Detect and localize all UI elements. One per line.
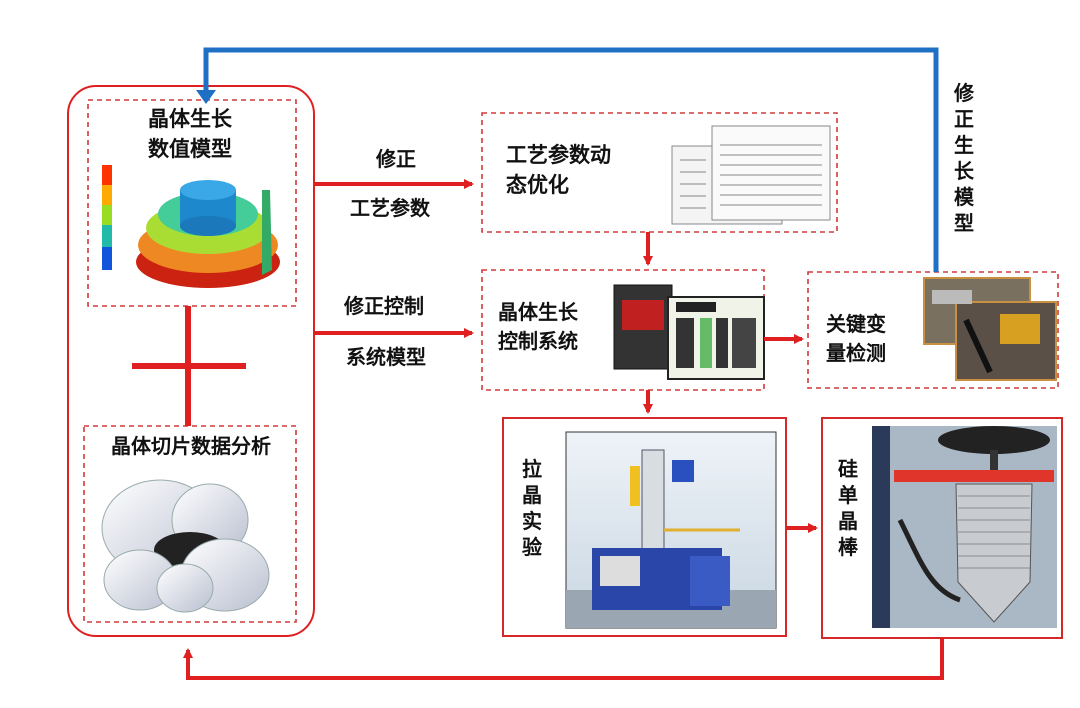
pulling-experiment-label: 拉晶实验 xyxy=(522,457,542,559)
crystal-puller-photo-image xyxy=(565,431,777,629)
key-variable-frame xyxy=(807,271,1059,389)
middle-arrow-label-2: 系统模型 xyxy=(346,345,426,369)
software-screenshot-image xyxy=(671,125,831,225)
middle-arrow-label-1: 修正控制 xyxy=(344,294,424,318)
model-title: 晶体生长 数值模型 xyxy=(148,107,232,162)
feedback-arrow-top-blue xyxy=(203,47,939,272)
slice-data-image xyxy=(100,470,270,613)
blue-arrowhead xyxy=(196,90,216,104)
model-panel-frame xyxy=(87,99,297,307)
silicon-rod-photo-image xyxy=(872,426,1057,628)
silicon-rod-label: 硅单晶棒 xyxy=(838,457,858,559)
upper-arrow-label-1: 修正 xyxy=(376,147,416,171)
controller-hardware-image xyxy=(613,284,765,380)
control-system-label: 晶体生长 控制系统 xyxy=(498,300,578,353)
upper-arrow-label-2: 工艺参数 xyxy=(350,196,430,220)
temperature-model-image xyxy=(102,165,280,288)
left-panel-frame xyxy=(67,85,315,637)
process-opt-frame xyxy=(481,112,838,233)
sensor-photo-image xyxy=(923,277,1057,381)
slice-title: 晶体切片数据分析 xyxy=(111,434,271,458)
feedback-arrow-bottom xyxy=(183,638,944,680)
revise-growth-model-label: 修正生长模型 xyxy=(954,81,974,235)
process-opt-label: 工艺参数动 态优化 xyxy=(506,143,611,198)
key-variable-label: 关键变 量检测 xyxy=(826,312,886,365)
slice-panel-frame xyxy=(83,425,297,623)
